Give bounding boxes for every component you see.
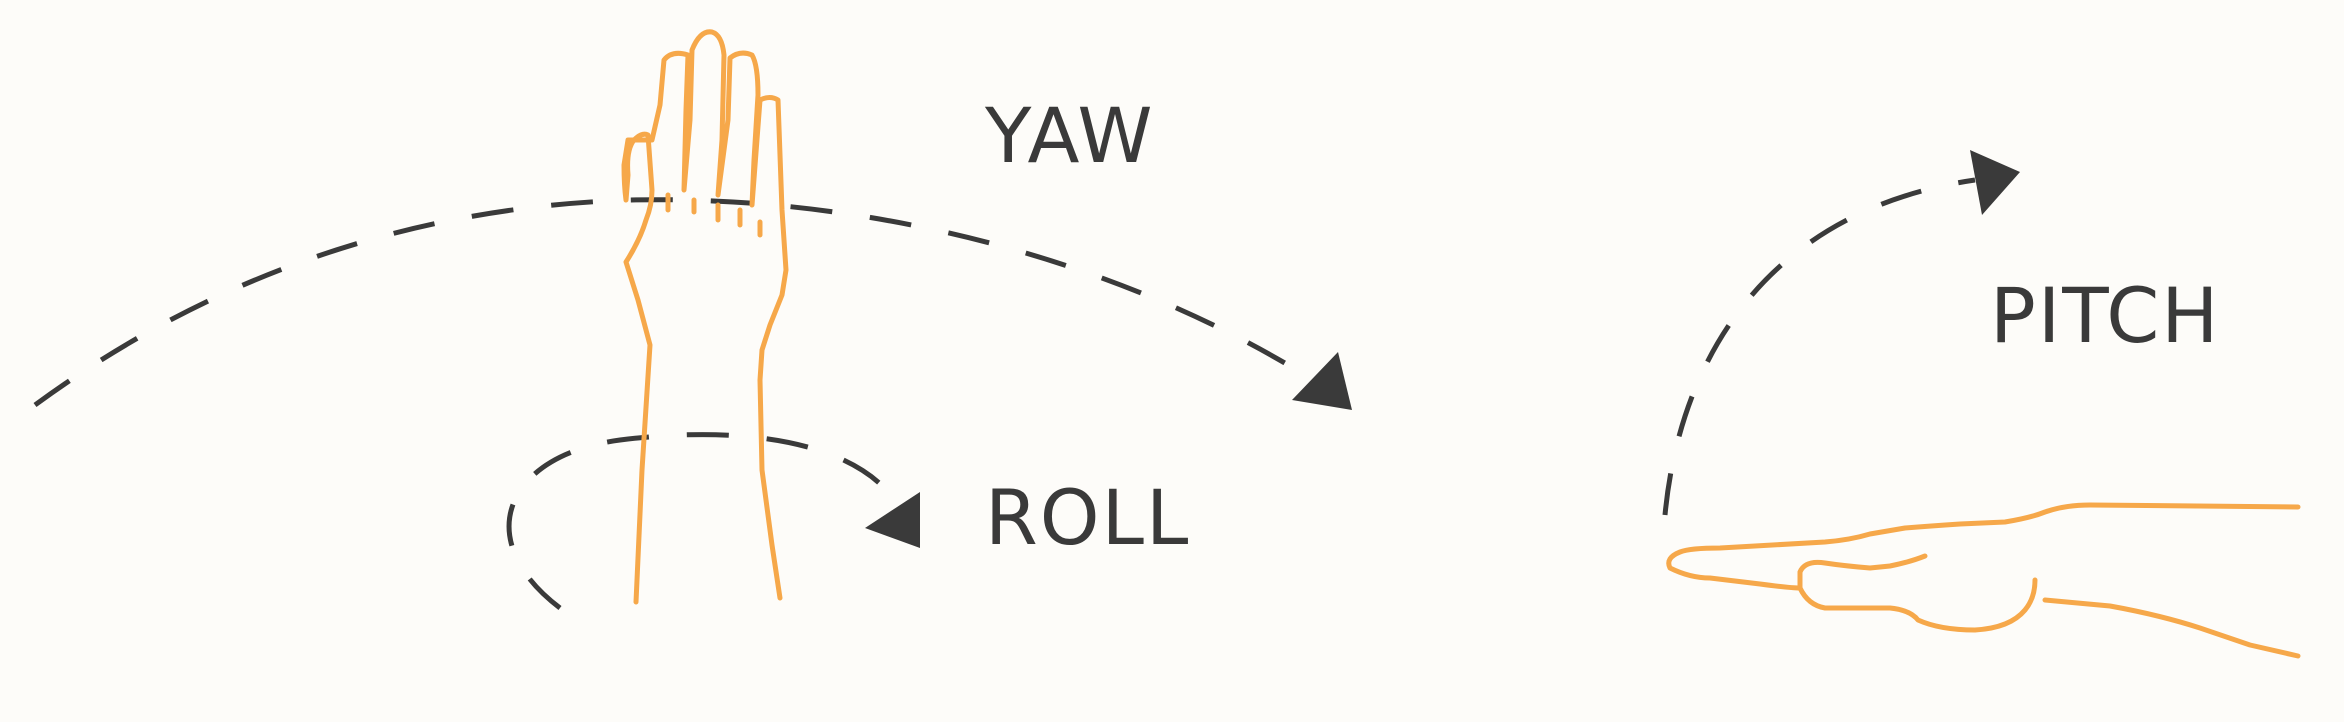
yaw-label: YAW	[985, 91, 1155, 180]
roll-arrowhead	[865, 492, 920, 548]
roll-arrow	[506, 432, 920, 610]
upright-hand-knuckles	[665, 192, 763, 238]
pitch-arrow-path	[1662, 177, 1976, 516]
flat-hand-icon	[1666, 502, 2301, 659]
upright-hand-outline	[621, 29, 789, 605]
pitch-arrow	[1662, 150, 2020, 516]
yaw-arrowhead	[1292, 352, 1352, 410]
yaw-arrow-path	[33, 197, 1307, 408]
yaw-arrow	[33, 197, 1352, 410]
roll-arrow-path	[506, 432, 897, 610]
pitch-arrowhead	[1970, 150, 2020, 215]
pitch-label: PITCH	[1990, 271, 2221, 360]
upright-hand-icon	[621, 29, 789, 605]
roll-label: ROLL	[985, 473, 1191, 562]
flat-hand-outline	[1666, 502, 2301, 659]
